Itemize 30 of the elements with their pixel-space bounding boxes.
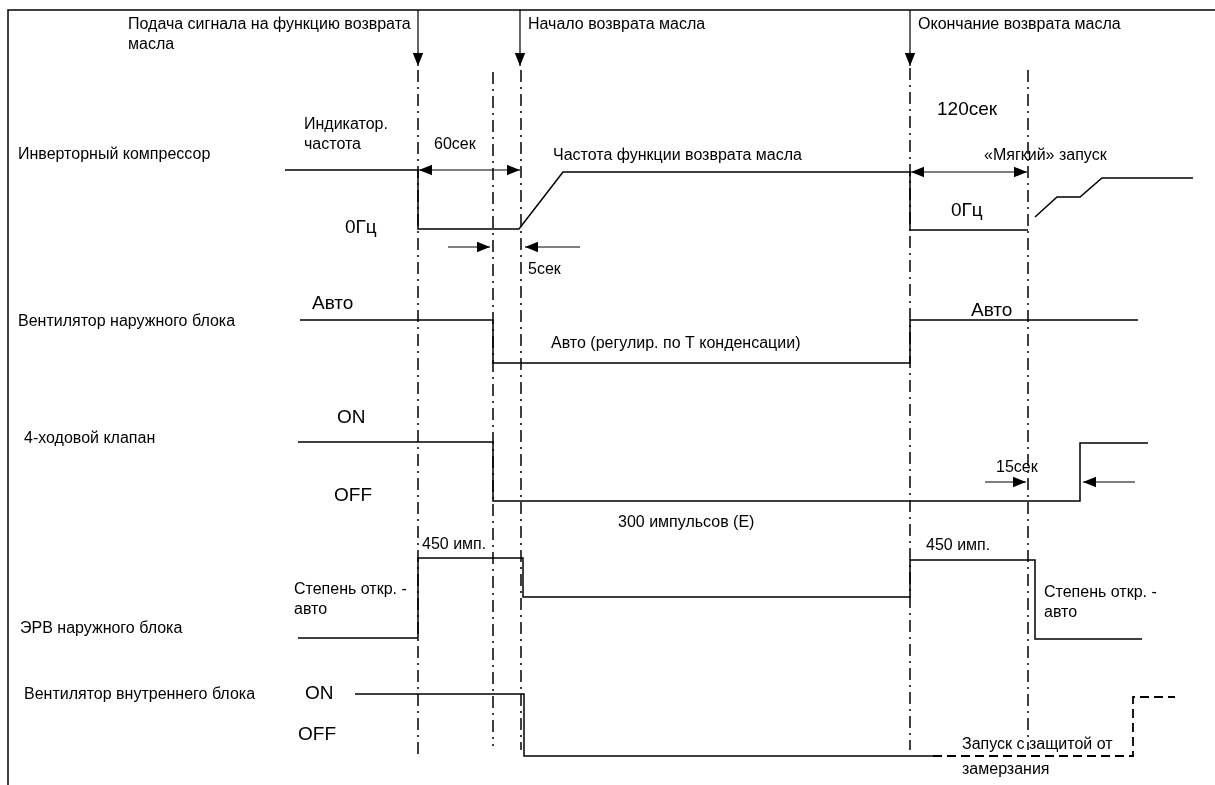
duration-label: 15сек bbox=[996, 458, 1038, 475]
duration-label: 5сек bbox=[528, 260, 561, 277]
signal-name: ЭРВ наружного блока bbox=[20, 619, 183, 636]
state-label: OFF bbox=[298, 723, 336, 744]
state-label: «Мягкий» запуск bbox=[984, 146, 1107, 163]
state-label: Степень откр. - авто bbox=[294, 580, 407, 617]
duration-label: 60сек bbox=[434, 135, 476, 152]
state-label: ON bbox=[305, 682, 334, 703]
state-label: 450 имп. bbox=[926, 536, 991, 553]
state-label: Запуск с защитой от замерзания bbox=[962, 735, 1113, 777]
state-label: Степень откр. - авто bbox=[1044, 583, 1157, 620]
event-label: Подача сигнала на функцию возврата масла bbox=[128, 15, 411, 52]
event-label: Окончание возврата масла bbox=[918, 15, 1121, 32]
state-label: Авто bbox=[312, 292, 354, 313]
state-label: Частота функции возврата масла bbox=[553, 146, 802, 163]
state-label: 0Гц bbox=[951, 199, 983, 220]
state-label: Авто (регулир. по Т конденсации) bbox=[551, 334, 801, 351]
state-label: 300 импульсов (Е) bbox=[618, 513, 755, 530]
event-label: Начало возврата масла bbox=[528, 15, 706, 32]
signal-name: Инверторный компрессор bbox=[18, 145, 211, 162]
signal-name: Вентилятор наружного блока bbox=[18, 312, 236, 329]
state-label: Индикатор. частота bbox=[304, 115, 388, 152]
state-label: 450 имп. bbox=[422, 535, 487, 552]
duration-label: 120сек bbox=[937, 98, 998, 119]
state-label: 0Гц bbox=[345, 216, 377, 237]
signal-name: Вентилятор внутреннего блока bbox=[24, 685, 256, 702]
state-label: ON bbox=[337, 406, 366, 427]
state-label: Авто bbox=[971, 299, 1013, 320]
signal-name: 4-ходовой клапан bbox=[24, 429, 156, 446]
state-label: OFF bbox=[334, 484, 372, 505]
